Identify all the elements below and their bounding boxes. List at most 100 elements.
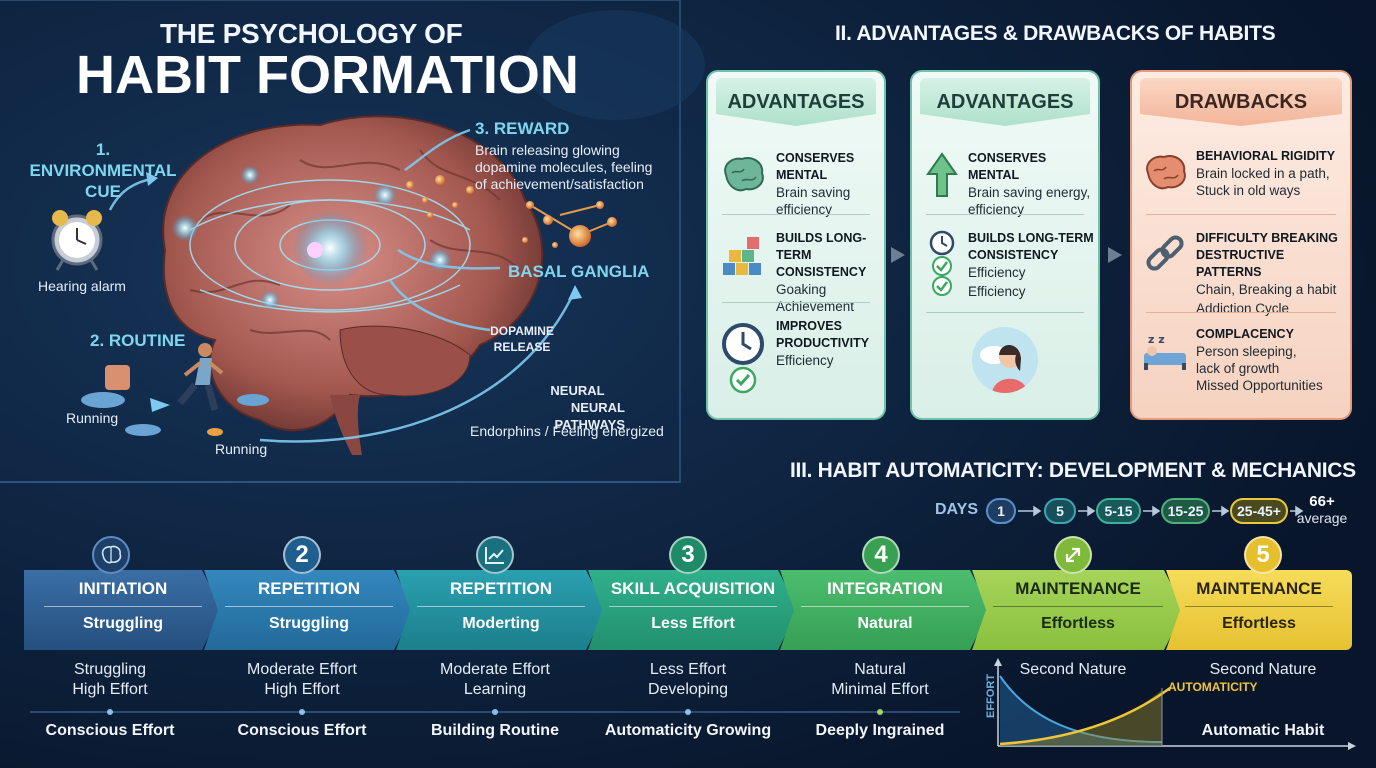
- chain-icon: [1142, 230, 1188, 280]
- reward-label: 3. REWARD: [475, 119, 570, 138]
- stage-footer: Building Routine: [431, 722, 559, 739]
- section3-title: III. HABIT AUTOMATICITY: DEVELOPMENT & M…: [790, 459, 1356, 482]
- stage-name: REPETITION: [449, 579, 552, 598]
- cue-label: 1. ENVIRONMENTAL CUE: [28, 139, 178, 202]
- stage-footer: Conscious Effort: [237, 722, 367, 739]
- stage-number-4: 4: [862, 536, 900, 574]
- reward-desc-3: of achievement/satisfaction: [475, 176, 644, 192]
- item-title: CONSERVES MENTAL: [968, 151, 1047, 182]
- days-average: 66+ average: [1296, 493, 1348, 527]
- days-end: 66+: [1309, 493, 1335, 510]
- expand-icon: [1054, 536, 1092, 574]
- endorphins-label: Endorphins / Feeling energized: [470, 423, 664, 439]
- item-line: Brain saving: [776, 185, 851, 200]
- mini-effort-chart: [994, 658, 1356, 750]
- cue-caption: Hearing alarm: [38, 278, 126, 294]
- stage-footer: Automaticity Growing: [604, 722, 772, 739]
- stage-divider: [225, 606, 393, 607]
- stage-sub: Less Effort: [651, 615, 735, 632]
- sleeping-person-icon: [972, 327, 1038, 393]
- routine-caption-1: Running: [66, 410, 119, 426]
- section2-title: II. ADVANTAGES & DRAWBACKS OF HABITS: [835, 22, 1276, 45]
- item-line: Goaking: [776, 282, 827, 297]
- stage-footer: Conscious Effort: [45, 722, 175, 739]
- brain-icon: [92, 536, 130, 574]
- stage-divider: [993, 606, 1163, 607]
- stage-footer: Deeply Ingrained: [815, 722, 945, 739]
- brain-icon: [718, 150, 768, 200]
- stage-divider: [1184, 606, 1334, 607]
- shoe-icon: [81, 365, 269, 436]
- stage-number-2: 2: [283, 536, 321, 574]
- card-header: DRAWBACKS: [1140, 78, 1342, 126]
- day-pill: 1: [986, 498, 1016, 524]
- reward-desc-2: dopamine molecules, feeling: [475, 159, 653, 175]
- item-line: efficiency: [776, 202, 833, 217]
- sleep-icon: z z: [1142, 326, 1188, 376]
- item-line: efficiency: [968, 202, 1025, 217]
- stage-name: INITIATION: [78, 579, 168, 598]
- item-line: Chain, Breaking a habit: [1196, 282, 1337, 297]
- desc-line: Developing: [647, 681, 729, 698]
- routine-caption-2: Running: [215, 441, 268, 457]
- stage-name: MAINTENANCE: [1015, 579, 1141, 598]
- days-label: DAYS: [935, 501, 978, 518]
- divider: [722, 214, 870, 215]
- dopamine-line2: RELEASE: [493, 340, 551, 354]
- stage-number-5: 5: [1244, 536, 1282, 574]
- item-title: DIFFICULTY BREAKING DESTRUCTIVE PATTERNS: [1196, 231, 1338, 279]
- chart-icon: [476, 536, 514, 574]
- item-title: COMPLACENCY: [1196, 327, 1294, 341]
- desc-line: High Effort: [72, 681, 148, 698]
- neural-line2: NEURAL PATHWAYS: [554, 400, 625, 432]
- divider: [722, 302, 870, 303]
- day-pill: 5: [1044, 498, 1076, 524]
- item-line: Addiction Cycle: [1196, 301, 1290, 316]
- desc-line: Moderate Effort: [440, 661, 550, 678]
- stage-name: MAINTENANCE: [1196, 579, 1322, 598]
- divider: [1146, 312, 1336, 313]
- arrow-right-icon: [891, 247, 905, 263]
- stage-divider: [44, 606, 202, 607]
- stage-divider: [417, 606, 585, 607]
- stage-footer: Automatic Habit: [1201, 722, 1325, 739]
- stage-name: REPETITION: [257, 579, 360, 598]
- item-title: BUILDS LONG-TERM CONSISTENCY: [968, 231, 1094, 262]
- stage-sub: Moderting: [462, 615, 540, 632]
- stage-repetition-2: REPETITION Moderting: [396, 570, 606, 650]
- routine-label: 2. ROUTINE: [90, 331, 186, 350]
- stage-sub: Struggling: [269, 615, 349, 632]
- item-title: CONSERVES MENTAL: [776, 151, 855, 182]
- check-icon: [932, 256, 952, 296]
- item-line: Stuck in old ways: [1196, 183, 1301, 198]
- days-average-label: average: [1296, 510, 1348, 526]
- desc-line: Learning: [463, 681, 527, 698]
- item-line: Missed Opportunities: [1196, 378, 1323, 393]
- stage-description: Second Nature: [1173, 660, 1353, 680]
- item-line: Efficiency: [776, 353, 834, 368]
- blocks-icon: [718, 230, 768, 280]
- neural-line1: NEURAL: [550, 383, 605, 398]
- arrow-right-icon: [1108, 247, 1122, 263]
- divider: [926, 312, 1084, 313]
- mini-chart-series-label: AUTOMATICITY: [1168, 680, 1258, 694]
- desc-line: High Effort: [264, 681, 340, 698]
- item-title: BEHAVIORAL RIGIDITY: [1196, 149, 1336, 163]
- desc-line: Less Effort: [649, 661, 727, 678]
- desc-line: Second Nature: [1019, 661, 1127, 678]
- stage-number-3: 3: [669, 536, 707, 574]
